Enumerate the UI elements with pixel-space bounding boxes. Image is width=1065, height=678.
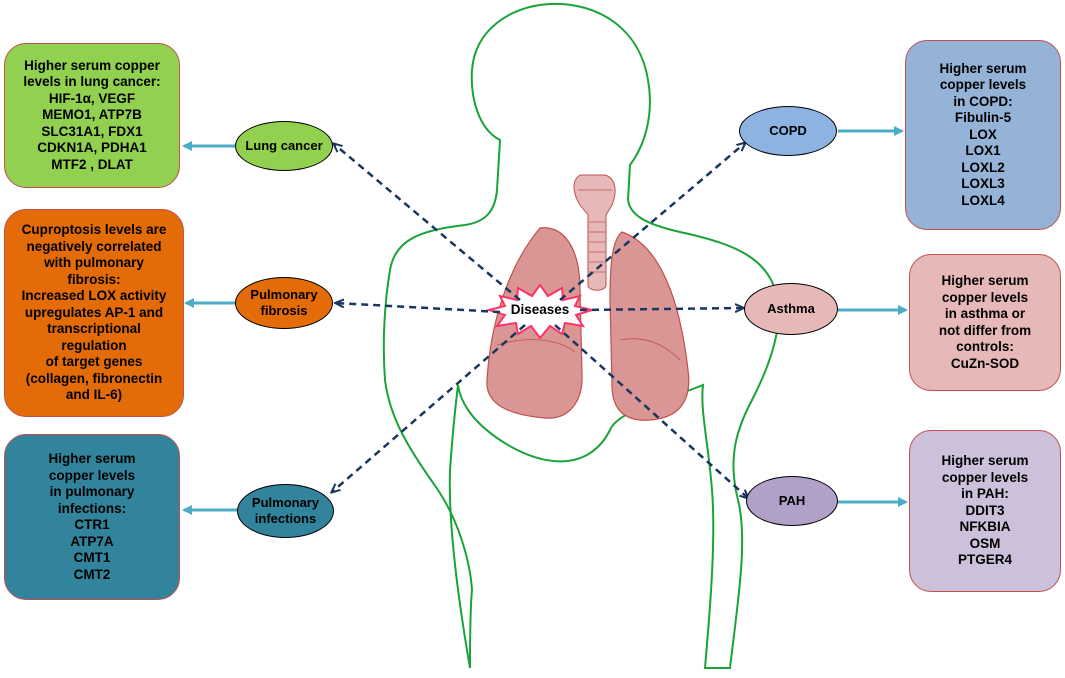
pah-node-label: PAH <box>778 493 806 508</box>
pulmonary-fibrosis-box: Cuproptosis levels are negatively correl… <box>4 209 184 417</box>
starburst-icon <box>485 283 596 340</box>
pulmonary-infections-box: Higher serum copper levels in pulmonary … <box>4 434 180 600</box>
pulmonary-fibrosis-box-text: Cuproptosis levels are negatively correl… <box>21 222 167 403</box>
asthma-box-text: Higher serum copper levels in asthma or … <box>938 273 1032 371</box>
pah-box-text: Higher serum copper levels in PAH: DDIT3… <box>941 453 1029 568</box>
pah-node: PAH <box>746 476 838 526</box>
copd-node-label: COPD <box>769 123 807 138</box>
human-silhouette-icon <box>382 2 780 669</box>
connector-asthma <box>579 308 743 310</box>
diseases-label: Diseases <box>510 302 570 317</box>
pulmonary-fibrosis-node: Pulmonary fibrosis <box>235 277 333 329</box>
lung-cancer-node: Lung cancer <box>235 121 333 171</box>
asthma-node-label: Asthma <box>767 301 815 316</box>
pulmonary-infections-box-text: Higher serum copper levels in pulmonary … <box>48 451 136 582</box>
pulmonary-infections-node-label: Pulmonary infections <box>251 495 320 526</box>
copd-node: COPD <box>739 106 837 156</box>
pah-box: Higher serum copper levels in PAH: DDIT3… <box>909 430 1061 592</box>
copd-box: Higher serum copper levels in COPD: Fibu… <box>905 40 1061 230</box>
connector-copd <box>559 143 745 301</box>
lung-cancer-box: Higher serum copper levels in lung cance… <box>4 43 180 188</box>
asthma-box: Higher serum copper levels in asthma or … <box>909 254 1061 391</box>
connector-lung-cancer <box>334 144 521 301</box>
connector-pulmonary-infections <box>332 324 526 492</box>
pulmonary-fibrosis-node-label: Pulmonary fibrosis <box>250 287 318 318</box>
asthma-node: Asthma <box>744 283 838 335</box>
connector-pulmonary-fibrosis <box>336 303 501 314</box>
lung-cancer-box-text: Higher serum copper levels in lung cance… <box>23 57 161 172</box>
lung-cancer-node-label: Lung cancer <box>245 138 323 153</box>
pulmonary-infections-node: Pulmonary infections <box>237 484 334 538</box>
copd-box-text: Higher serum copper levels in COPD: Fibu… <box>939 60 1027 208</box>
trachea-icon <box>573 174 616 291</box>
